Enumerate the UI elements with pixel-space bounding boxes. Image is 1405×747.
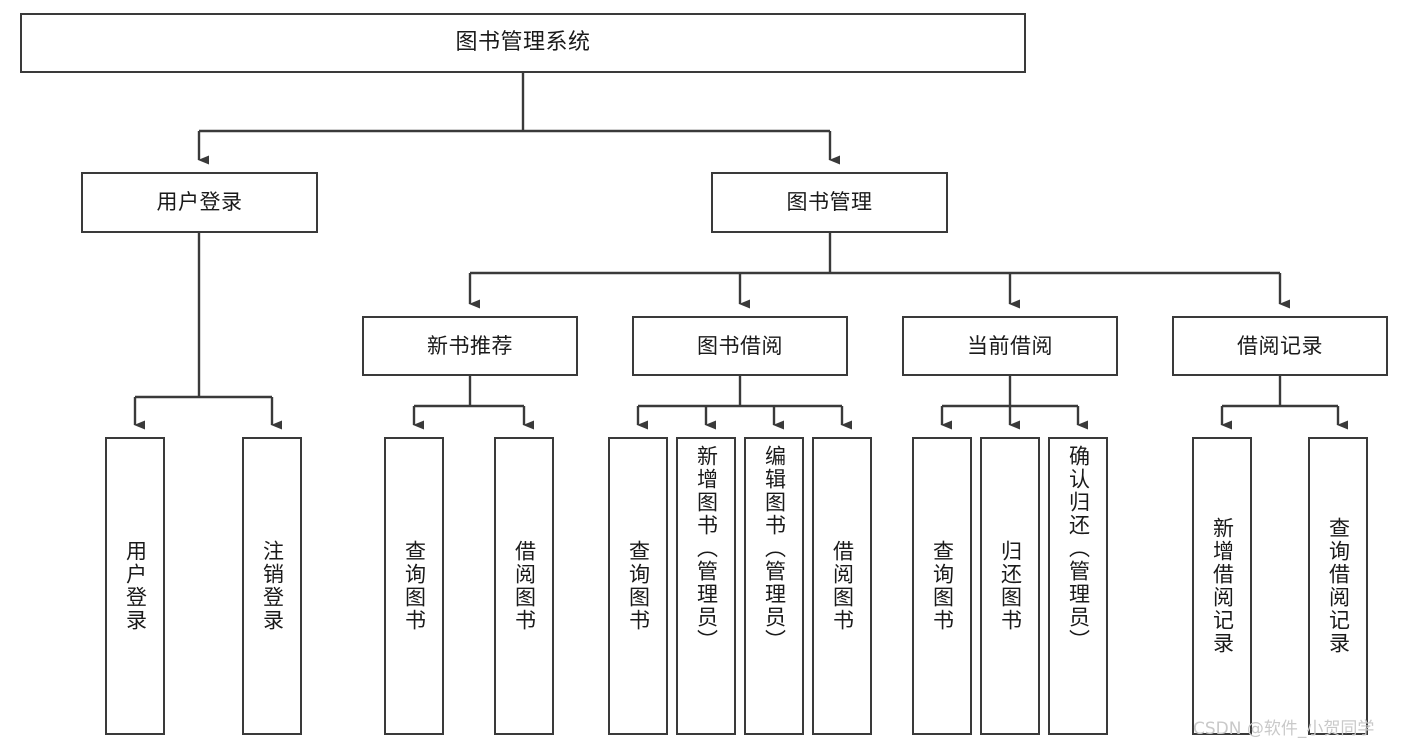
node-label: 查询图书 [402,540,427,632]
node-current-borrow[interactable]: 当前借阅 [902,316,1118,376]
node-label: 查询借阅记录 [1326,517,1351,655]
leaf-user-login-signin[interactable]: 用户登录 [105,437,165,735]
node-label: 注销登录 [260,540,285,632]
node-label: 借阅记录 [1237,333,1323,358]
node-label: 图书管理 [786,190,873,215]
leaf-record-search-borrow-record[interactable]: 查询借阅记录 [1308,437,1368,735]
node-label: 用户登录 [156,190,243,215]
node-user-login[interactable]: 用户登录 [81,172,318,233]
node-book-management[interactable]: 图书管理 [711,172,948,233]
node-label: 新书推荐 [427,333,513,358]
leaf-user-login-signout[interactable]: 注销登录 [242,437,302,735]
node-label: 新增图书（管理员） [694,445,719,652]
leaf-borrow-search-book[interactable]: 查询图书 [608,437,668,735]
node-label: 借阅图书 [512,540,537,632]
leaf-record-add-borrow-record[interactable]: 新增借阅记录 [1192,437,1252,735]
node-label: 归还图书 [998,540,1023,632]
node-label: 图书管理系统 [455,30,591,56]
leaf-current-return-book[interactable]: 归还图书 [980,437,1040,735]
node-label: 当前借阅 [967,333,1053,358]
leaf-current-search-book[interactable]: 查询图书 [912,437,972,735]
node-borrow-record[interactable]: 借阅记录 [1172,316,1388,376]
leaf-borrow-add-book-admin[interactable]: 新增图书（管理员） [676,437,736,735]
node-new-book-recommend[interactable]: 新书推荐 [362,316,578,376]
node-root-system[interactable]: 图书管理系统 [20,13,1026,73]
leaf-recommend-borrow-book[interactable]: 借阅图书 [494,437,554,735]
leaf-recommend-search-book[interactable]: 查询图书 [384,437,444,735]
node-label: 新增借阅记录 [1210,517,1235,655]
node-label: 确认归还（管理员） [1066,445,1091,652]
leaf-borrow-edit-book-admin[interactable]: 编辑图书（管理员） [744,437,804,735]
node-label: 用户登录 [123,540,148,632]
leaf-borrow-borrow-book[interactable]: 借阅图书 [812,437,872,735]
node-label: 图书借阅 [697,333,783,358]
node-label: 编辑图书（管理员） [762,445,787,652]
node-label: 查询图书 [930,540,955,632]
node-book-borrow[interactable]: 图书借阅 [632,316,848,376]
leaf-current-confirm-return-admin[interactable]: 确认归还（管理员） [1048,437,1108,735]
node-label: 借阅图书 [830,540,855,632]
node-label: 查询图书 [626,540,651,632]
